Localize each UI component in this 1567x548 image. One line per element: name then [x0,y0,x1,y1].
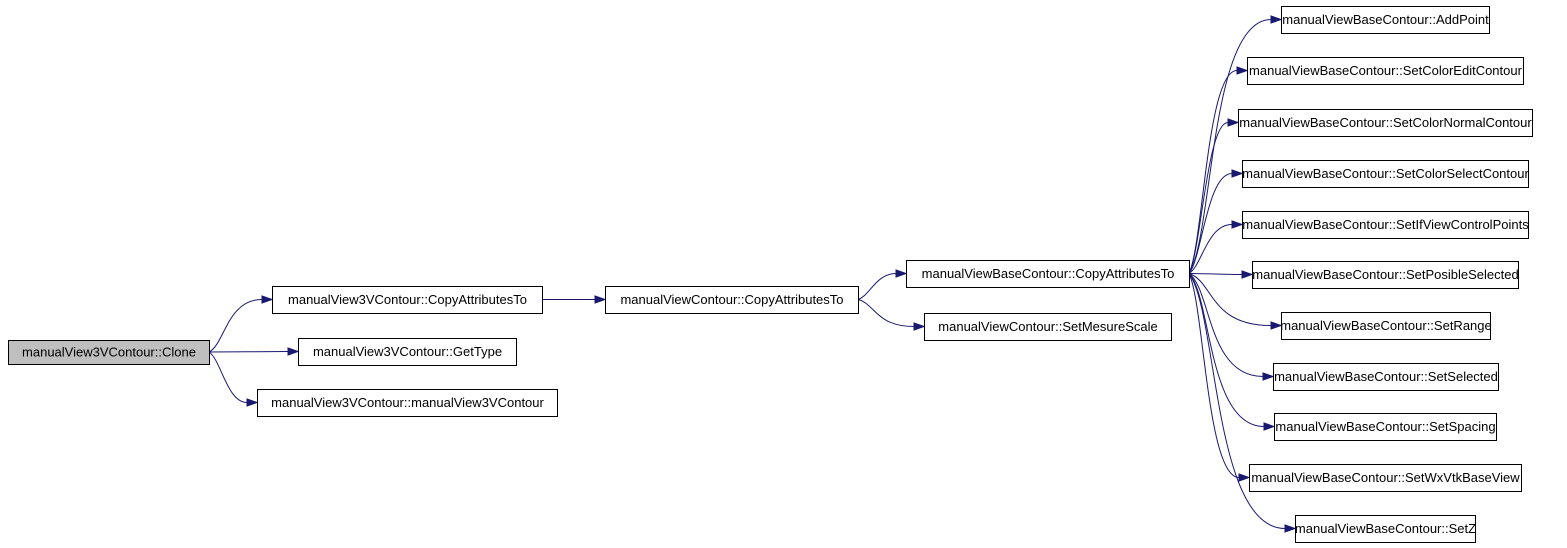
callee-node[interactable]: manualViewBaseContour::CopyAttributesTo [906,260,1190,288]
node-label: manualViewBaseContour::SetColorSelectCon… [1242,166,1529,181]
edge-n4-to-n6 [857,299,915,327]
node-label: manualView3VContour::GetType [313,344,502,359]
node-box [1274,413,1497,441]
node-label: manualViewBaseContour::SetSelected [1274,369,1498,384]
callee-node[interactable]: manualViewBaseContour::SetSelected [1273,363,1499,391]
node-label: manualView3VContour::CopyAttributesTo [288,292,527,307]
node-box [1242,160,1529,188]
edge-n5-to-n14 [1188,273,1264,377]
node-label: manualViewBaseContour::SetSpacing [1275,419,1495,434]
callee-node[interactable]: manualViewContour::SetMesureScale [924,313,1172,341]
callee-node[interactable]: manualViewBaseContour::SetRange [1280,312,1492,340]
node-box [1238,109,1533,137]
edge-n5-to-n15 [1188,273,1265,427]
callee-node[interactable]: manualViewBaseContour::SetColorSelectCon… [1242,160,1529,188]
arrowhead-n1 [261,295,274,304]
arrowhead-n10 [1231,169,1244,178]
node-label: manualViewBaseContour::SetIfViewControlP… [1242,217,1529,232]
node-label: manualViewBaseContour::SetColorNormalCon… [1239,115,1532,130]
arrowhead-n12 [1241,270,1254,279]
arrowhead-n7 [1270,15,1283,24]
edge-n0-to-n1 [208,299,263,353]
arrowhead-n2 [287,347,300,356]
node-box [1247,57,1524,85]
callee-node[interactable]: manualViewBaseContour::SetPosibleSelecte… [1252,261,1519,289]
arrowhead-n6 [913,322,926,331]
node-label: manualViewBaseContour::SetRange [1280,318,1492,333]
node-label: manualViewBaseContour::SetWxVtkBaseView [1251,470,1520,485]
root-node[interactable]: manualView3VContour::Clone [8,340,210,365]
node-box [1273,363,1499,391]
callee-node[interactable]: manualViewBaseContour::SetWxVtkBaseView [1249,464,1522,492]
arrowhead-n9 [1227,118,1240,127]
arrowhead-n11 [1231,220,1244,229]
arrowhead-n4 [594,295,607,304]
node-box [8,340,210,365]
node-box [1242,211,1529,239]
arrowhead-n15 [1263,422,1276,431]
node-box [1252,261,1519,289]
arrowhead-n14 [1262,372,1275,381]
callee-node[interactable]: manualView3VContour::GetType [298,338,517,366]
node-box [924,313,1172,341]
edge-n5-to-n17 [1188,273,1286,529]
node-box [605,286,859,314]
callee-node[interactable]: manualView3VContour::CopyAttributesTo [272,286,543,314]
arrowhead-n3 [246,398,259,407]
edge-n4-to-n5 [857,273,897,300]
arrowhead-n16 [1238,473,1251,482]
node-label: manualView3VContour::Clone [22,344,196,359]
edges-layer [208,15,1297,533]
arrowhead-n5 [895,269,908,278]
edge-n5-to-n16 [1188,273,1240,478]
node-label: manualViewContour::SetMesureScale [938,319,1157,334]
callee-node[interactable]: manualViewBaseContour::AddPoint [1281,6,1490,34]
edge-n5-to-n9 [1188,122,1229,274]
edge-n5-to-n7 [1188,19,1272,274]
callee-node[interactable]: manualViewContour::CopyAttributesTo [605,286,859,314]
edge-n0-to-n3 [208,351,248,403]
callee-node[interactable]: manualView3VContour::manualView3VContour [257,389,558,417]
callee-node[interactable]: manualViewBaseContour::SetSpacing [1274,413,1497,441]
callee-node[interactable]: manualViewBaseContour::SetColorNormalCon… [1238,109,1533,137]
node-box [906,260,1190,288]
node-label: manualViewBaseContour::CopyAttributesTo [922,266,1175,281]
callee-node[interactable]: manualViewBaseContour::SetColorEditConto… [1247,57,1524,85]
node-box [1281,312,1491,340]
node-box [257,389,558,417]
arrowhead-n17 [1284,524,1297,533]
node-box [1281,6,1490,34]
callee-node[interactable]: manualViewBaseContour::SetIfViewControlP… [1242,211,1529,239]
node-box [1249,464,1522,492]
node-box [298,338,517,366]
node-box [272,286,543,314]
edge-n5-to-n13 [1188,273,1272,326]
node-label: manualViewBaseContour::AddPoint [1282,12,1489,27]
edge-n0-to-n2 [208,351,289,353]
node-label: manualViewBaseContour::SetPosibleSelecte… [1252,267,1518,282]
callee-node[interactable]: manualViewBaseContour::SetZ [1295,515,1476,543]
arrowhead-n8 [1236,66,1249,75]
node-box [1295,515,1476,543]
edge-n5-to-n10 [1188,173,1233,274]
nodes-layer: manualView3VContour::ClonemanualView3VCo… [8,6,1533,543]
node-label: manualViewBaseContour::SetColorEditConto… [1249,63,1523,78]
node-label: manualViewContour::CopyAttributesTo [620,292,843,307]
edge-n5-to-n12 [1188,273,1243,275]
node-label: manualView3VContour::manualView3VContour [271,395,544,410]
node-label: manualViewBaseContour::SetZ [1295,521,1476,536]
edge-n5-to-n11 [1188,224,1233,274]
arrowhead-n13 [1270,321,1283,330]
